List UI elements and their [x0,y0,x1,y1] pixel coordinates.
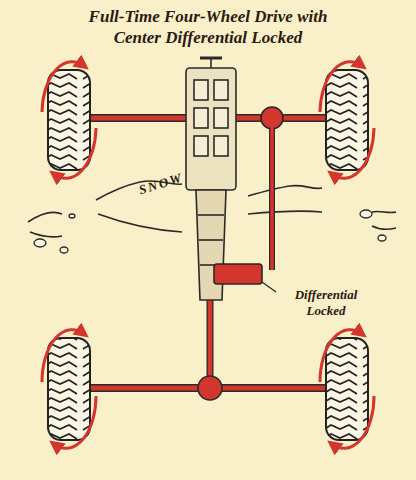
diagram-title: Full-Time Four-Wheel Drive with Center D… [83,6,333,49]
engine-transmission [186,58,262,400]
tires [48,70,368,440]
callout-label: Differential Locked [278,287,374,318]
leader-line [262,282,276,292]
terrain-label: SNOW [125,166,197,201]
rotation-arrows [42,62,374,449]
